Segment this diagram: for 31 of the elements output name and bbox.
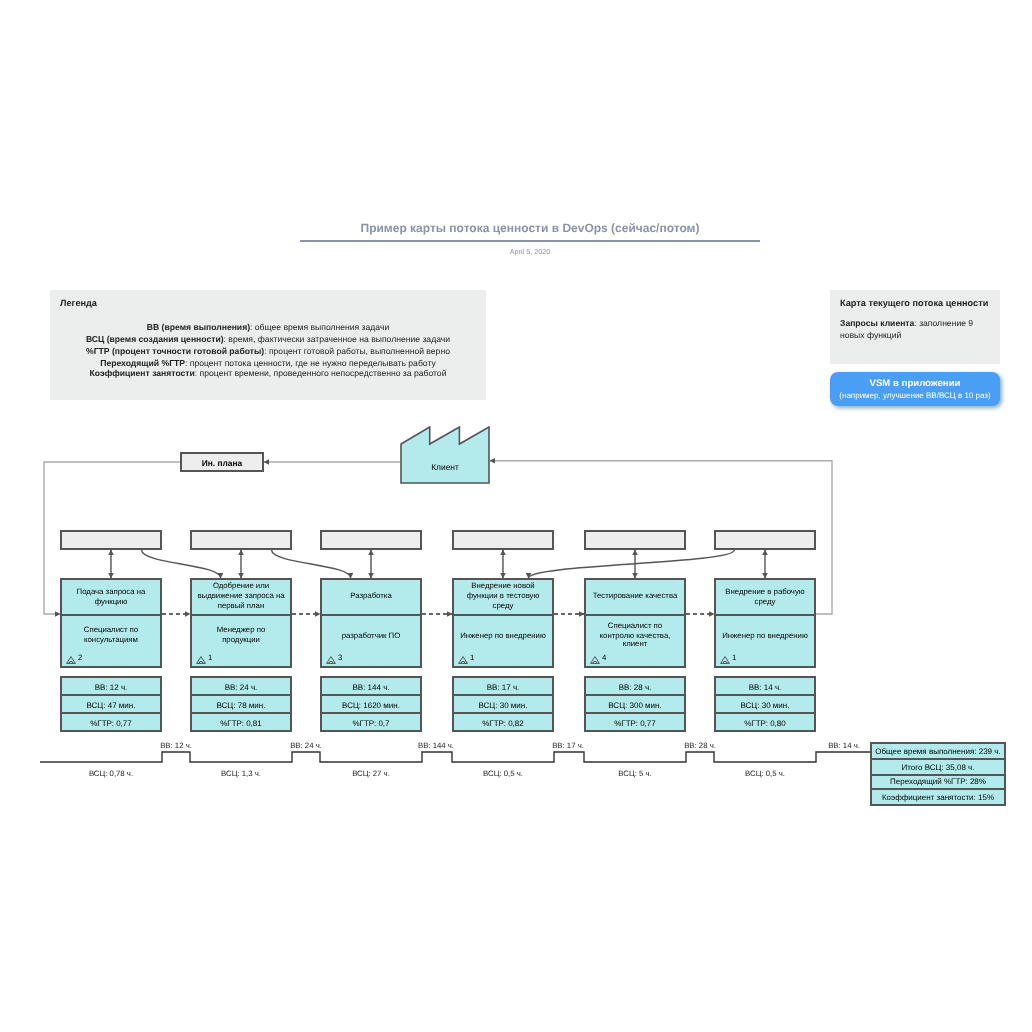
arrow — [489, 458, 833, 615]
tool-box — [320, 530, 422, 550]
tool-box — [60, 530, 162, 550]
process-box — [190, 578, 292, 668]
arrow — [291, 611, 321, 617]
arrow — [140, 549, 222, 579]
arrow — [368, 549, 374, 579]
process-box — [584, 578, 686, 668]
arrow — [500, 549, 506, 579]
arrow — [270, 549, 352, 579]
arrow — [685, 611, 715, 617]
arrow — [762, 549, 768, 579]
tool-box — [452, 530, 554, 550]
arrow — [161, 611, 191, 617]
arrow — [553, 611, 585, 617]
process-box — [714, 578, 816, 668]
arrow — [263, 459, 401, 465]
tool-box — [190, 530, 292, 550]
arrow — [421, 611, 453, 617]
process-box — [452, 578, 554, 668]
arrow — [632, 549, 638, 579]
process-box — [60, 578, 162, 668]
arrow — [108, 549, 114, 579]
factory-shape — [400, 426, 490, 484]
process-box — [320, 578, 422, 668]
tool-box — [584, 530, 686, 550]
arrow — [43, 461, 181, 617]
plan-box — [180, 452, 264, 472]
tool-box — [714, 530, 816, 550]
arrow — [238, 549, 244, 579]
arrow — [527, 549, 736, 579]
